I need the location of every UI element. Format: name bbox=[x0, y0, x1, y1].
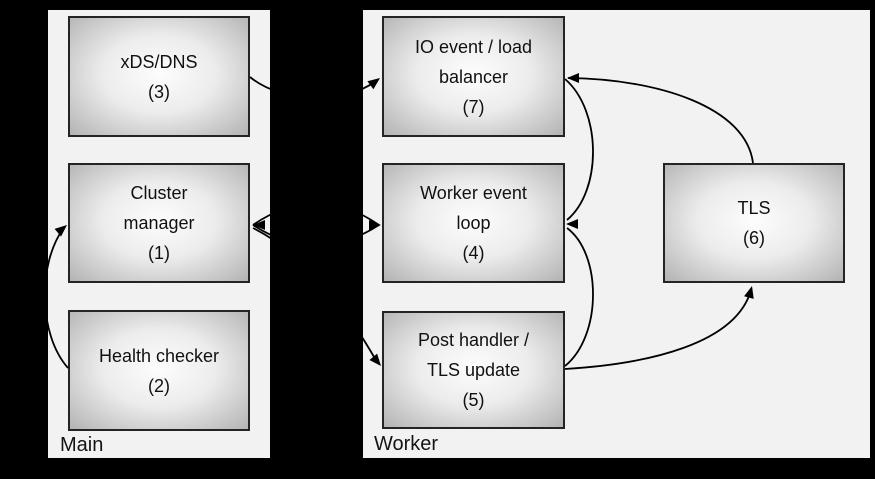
node-label-line: (6) bbox=[743, 228, 765, 248]
panel-main-label: Main bbox=[60, 434, 104, 456]
node-label-line: TLS update bbox=[426, 360, 521, 380]
node-label-line: Health checker bbox=[98, 345, 220, 366]
node-tls: TLS (6) bbox=[663, 163, 845, 283]
node-label-line: (4) bbox=[462, 243, 485, 263]
node-label-line: loop bbox=[456, 213, 491, 233]
node-label-line: (3) bbox=[148, 81, 170, 102]
node-label-line: Cluster bbox=[130, 183, 188, 203]
edge-cluster-manager-worker-loop-lower bbox=[252, 224, 380, 247]
panel-worker-label: Worker bbox=[374, 433, 439, 455]
node-label-line: IO event / load bbox=[414, 36, 533, 57]
node-label-line: xDS/DNS bbox=[120, 51, 198, 72]
node-label-line: (5) bbox=[462, 390, 485, 410]
node-label-line: Post handler / bbox=[417, 330, 530, 350]
edge-cluster-manager-to-post-handler bbox=[252, 227, 378, 363]
node-cluster-manager: Cluster manager (1) bbox=[68, 163, 250, 283]
node-post-handler-tls-update: Post handler / TLS update (5) bbox=[382, 311, 565, 429]
edge-cluster-manager-worker-loop-upper bbox=[252, 202, 380, 226]
node-label-line: (7) bbox=[462, 96, 485, 117]
node-worker-event-loop: Worker event loop (4) bbox=[382, 163, 565, 283]
node-label-line: (1) bbox=[148, 243, 170, 263]
node-label-line: manager bbox=[123, 213, 195, 233]
node-health-checker: Health checker (2) bbox=[68, 310, 250, 431]
node-label-line: Worker event bbox=[420, 183, 527, 203]
node-io-event-load-balancer: IO event / load balancer (7) bbox=[382, 16, 565, 137]
node-label-line: balancer bbox=[438, 66, 509, 87]
node-label-line: TLS bbox=[737, 198, 771, 218]
node-label-line: (2) bbox=[148, 375, 170, 396]
node-xds-dns: xDS/DNS (3) bbox=[68, 16, 250, 137]
